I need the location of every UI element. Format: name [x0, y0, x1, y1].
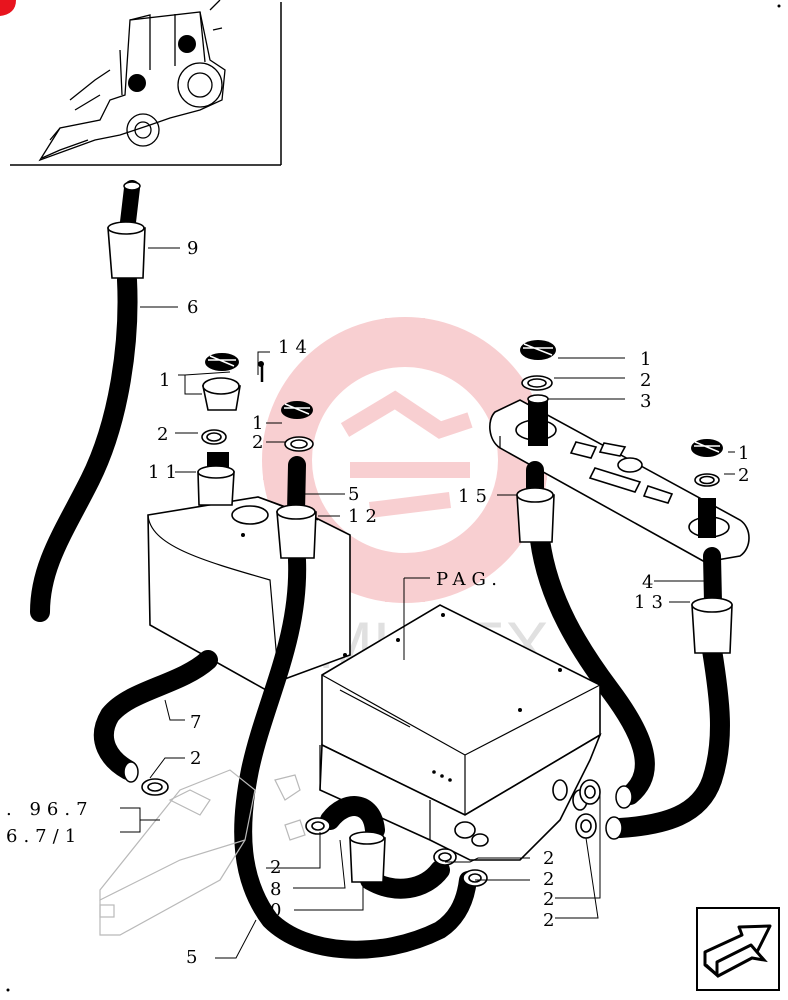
label-7: 7 — [190, 712, 207, 733]
label-4: 4 — [642, 572, 659, 593]
callout-labels: 9 6 14 1 2 11 1 2 5 12 1 2 3 15 1 2 4 13… — [6, 238, 755, 968]
label-2g: 2 — [543, 848, 560, 869]
heater-unit — [319, 604, 602, 861]
label-9: 9 — [187, 238, 204, 259]
screw-14 — [258, 361, 264, 382]
hose-4 — [605, 547, 730, 840]
hose-5-long — [234, 456, 477, 959]
label-12: 12 — [348, 506, 383, 527]
label-2j: 2 — [543, 910, 560, 931]
hose-6 — [30, 180, 141, 622]
label-8: 8 — [270, 879, 287, 900]
sleeve-9 — [107, 221, 146, 279]
label-11: 11 — [148, 462, 183, 483]
label-2a: 2 — [157, 424, 174, 445]
vent-cap-right-top — [520, 340, 556, 446]
clamp-2-a — [201, 429, 227, 445]
sleeve-10 — [349, 831, 386, 883]
label-1c: 1 — [640, 349, 657, 370]
next-page-button[interactable] — [696, 907, 780, 991]
label-1a: 1 — [159, 370, 176, 391]
label-15: 15 — [458, 486, 493, 507]
label-10: 0 — [270, 900, 287, 921]
tank-left — [147, 496, 351, 697]
vent-cap-left — [202, 353, 241, 411]
label-2e: 2 — [190, 748, 207, 769]
label-2c: 2 — [640, 370, 657, 391]
label-3: 3 — [640, 391, 657, 412]
vent-cap-center — [281, 401, 314, 452]
machine-inset — [10, 0, 282, 166]
label-2f: 2 — [270, 857, 287, 878]
hose-11 — [197, 452, 235, 506]
label-ref-2: 6.7/1 — [6, 826, 82, 847]
machine-frame-faint — [99, 769, 306, 936]
label-2h: 2 — [543, 869, 560, 890]
label-2b: 2 — [252, 432, 269, 453]
sleeve-12 — [276, 504, 317, 559]
corner-dot-bottom-left — [6, 988, 10, 992]
hose-8 — [320, 796, 450, 899]
label-2i: 2 — [543, 889, 560, 910]
hose-7 — [94, 650, 218, 783]
label-ref-1: . 96.7 — [6, 799, 94, 820]
label-6: 6 — [187, 297, 204, 318]
location-dot-upper — [178, 35, 196, 53]
vent-cap-right-lower — [691, 439, 723, 538]
label-2d: 2 — [738, 465, 755, 486]
location-dot-lower — [128, 74, 146, 92]
clamp-2-left — [141, 778, 169, 796]
label-1d: 1 — [738, 443, 755, 464]
label-13: 13 — [634, 592, 669, 613]
corner-red-mark — [0, 0, 16, 16]
hose-15 — [516, 461, 655, 809]
label-5a: 5 — [348, 484, 365, 505]
backhoe-loader-illustration — [38, 0, 226, 162]
label-pag: PAG. — [436, 569, 503, 590]
label-14: 14 — [278, 337, 313, 358]
clamps-unit — [305, 779, 601, 887]
sleeve-13 — [691, 597, 733, 654]
leader-lines — [120, 247, 735, 959]
label-1b: 1 — [252, 413, 269, 434]
corner-dot-top-right — [777, 4, 781, 8]
label-5b: 5 — [186, 947, 203, 968]
